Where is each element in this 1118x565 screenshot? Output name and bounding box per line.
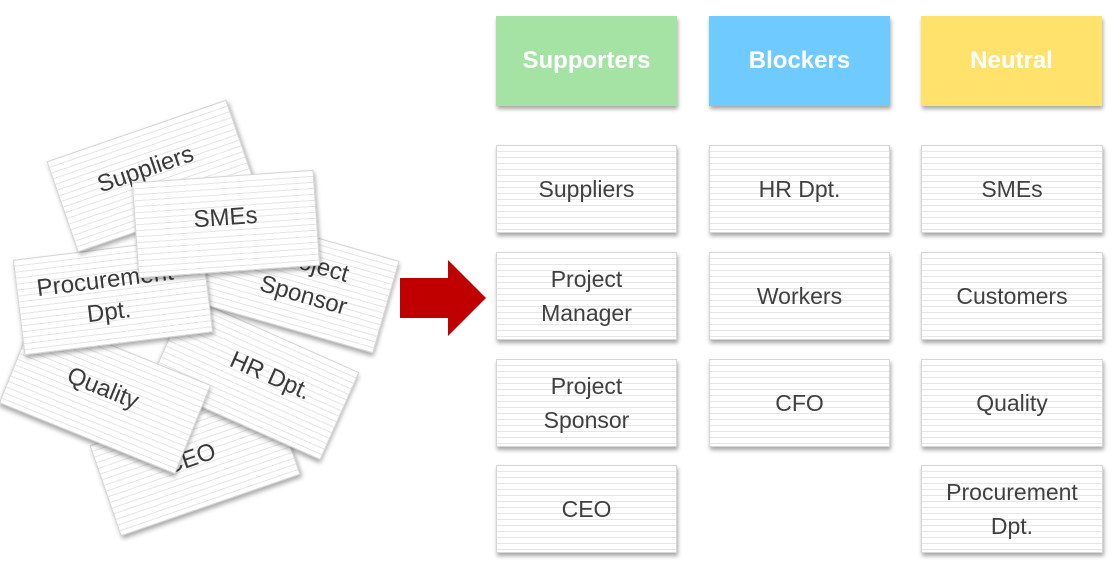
column-title: Blockers <box>748 47 851 74</box>
card-supporters-2: Project Sponsor <box>496 359 677 447</box>
card-label: Project Sponsor <box>543 372 630 434</box>
card-label: CFO <box>775 389 824 416</box>
card-label: Suppliers <box>538 175 635 202</box>
card-supporters-0: Suppliers <box>496 145 677 233</box>
card-label: CEO <box>561 495 612 522</box>
scattered-card-label: Quality <box>63 361 143 415</box>
column-header-neutral: Neutral <box>921 16 1102 106</box>
scattered-card-smes: SMEs <box>131 169 321 279</box>
scattered-card-label: SMEs <box>192 201 259 234</box>
column-header-blockers: Blockers <box>709 16 890 106</box>
card-label: HR Dpt. <box>758 175 841 202</box>
card-label: SMEs <box>981 175 1043 202</box>
card-blockers-0: HR Dpt. <box>709 145 890 233</box>
card-blockers-2: CFO <box>709 359 890 447</box>
card-label: Procurement Dpt. <box>946 478 1078 540</box>
card-neutral-0: SMEs <box>921 145 1103 233</box>
card-supporters-3: CEO <box>496 465 677 553</box>
card-neutral-1: Customers <box>921 252 1103 340</box>
column-header-supporters: Supporters <box>496 16 677 106</box>
card-label: Customers <box>956 282 1068 309</box>
column-title: Supporters <box>522 47 651 74</box>
card-label: Quality <box>976 389 1048 416</box>
right-arrow-icon <box>400 260 486 336</box>
card-supporters-1: Project Manager <box>496 252 677 340</box>
card-blockers-1: Workers <box>709 252 890 340</box>
card-label: Workers <box>756 282 843 309</box>
card-label: Project Manager <box>541 265 632 327</box>
column-title: Neutral <box>970 47 1053 74</box>
card-neutral-3: Procurement Dpt. <box>921 465 1103 553</box>
scattered-card-label: HR Dpt. <box>225 346 315 406</box>
card-neutral-2: Quality <box>921 359 1103 447</box>
